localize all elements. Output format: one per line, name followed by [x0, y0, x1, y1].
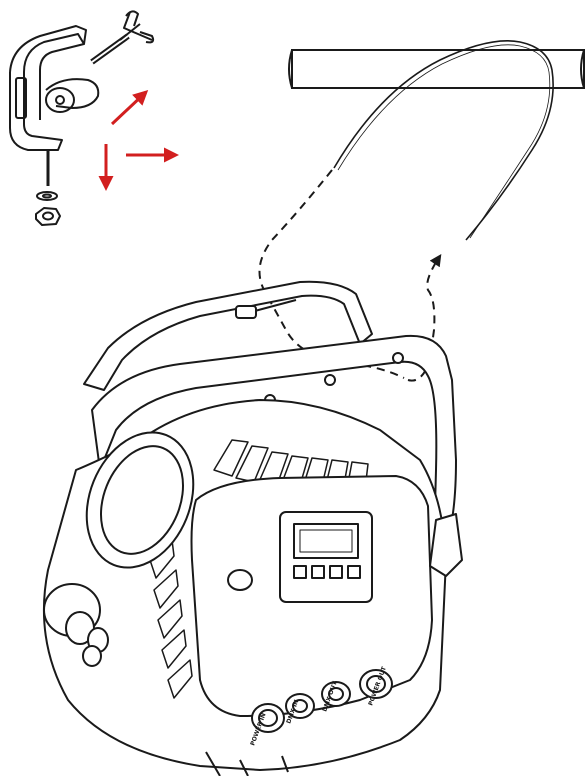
truss-pipe-icon: [288, 49, 585, 89]
direction-arrows: [98, 89, 179, 191]
rear-yoke: [83, 280, 373, 391]
par-fixture-icon: [43, 280, 463, 776]
connector-row: [251, 669, 393, 733]
side-knob: [227, 569, 253, 591]
enter-button: [347, 565, 361, 579]
clamp-icon: [9, 10, 155, 226]
safety-cable-icon: [258, 40, 554, 382]
down-button: [329, 565, 343, 579]
arrow-up-right: [110, 89, 149, 126]
yoke-lock-right: [429, 513, 463, 577]
menu-button: [293, 565, 307, 579]
up-button: [311, 565, 325, 579]
tilt-lock-knob: [43, 583, 109, 667]
